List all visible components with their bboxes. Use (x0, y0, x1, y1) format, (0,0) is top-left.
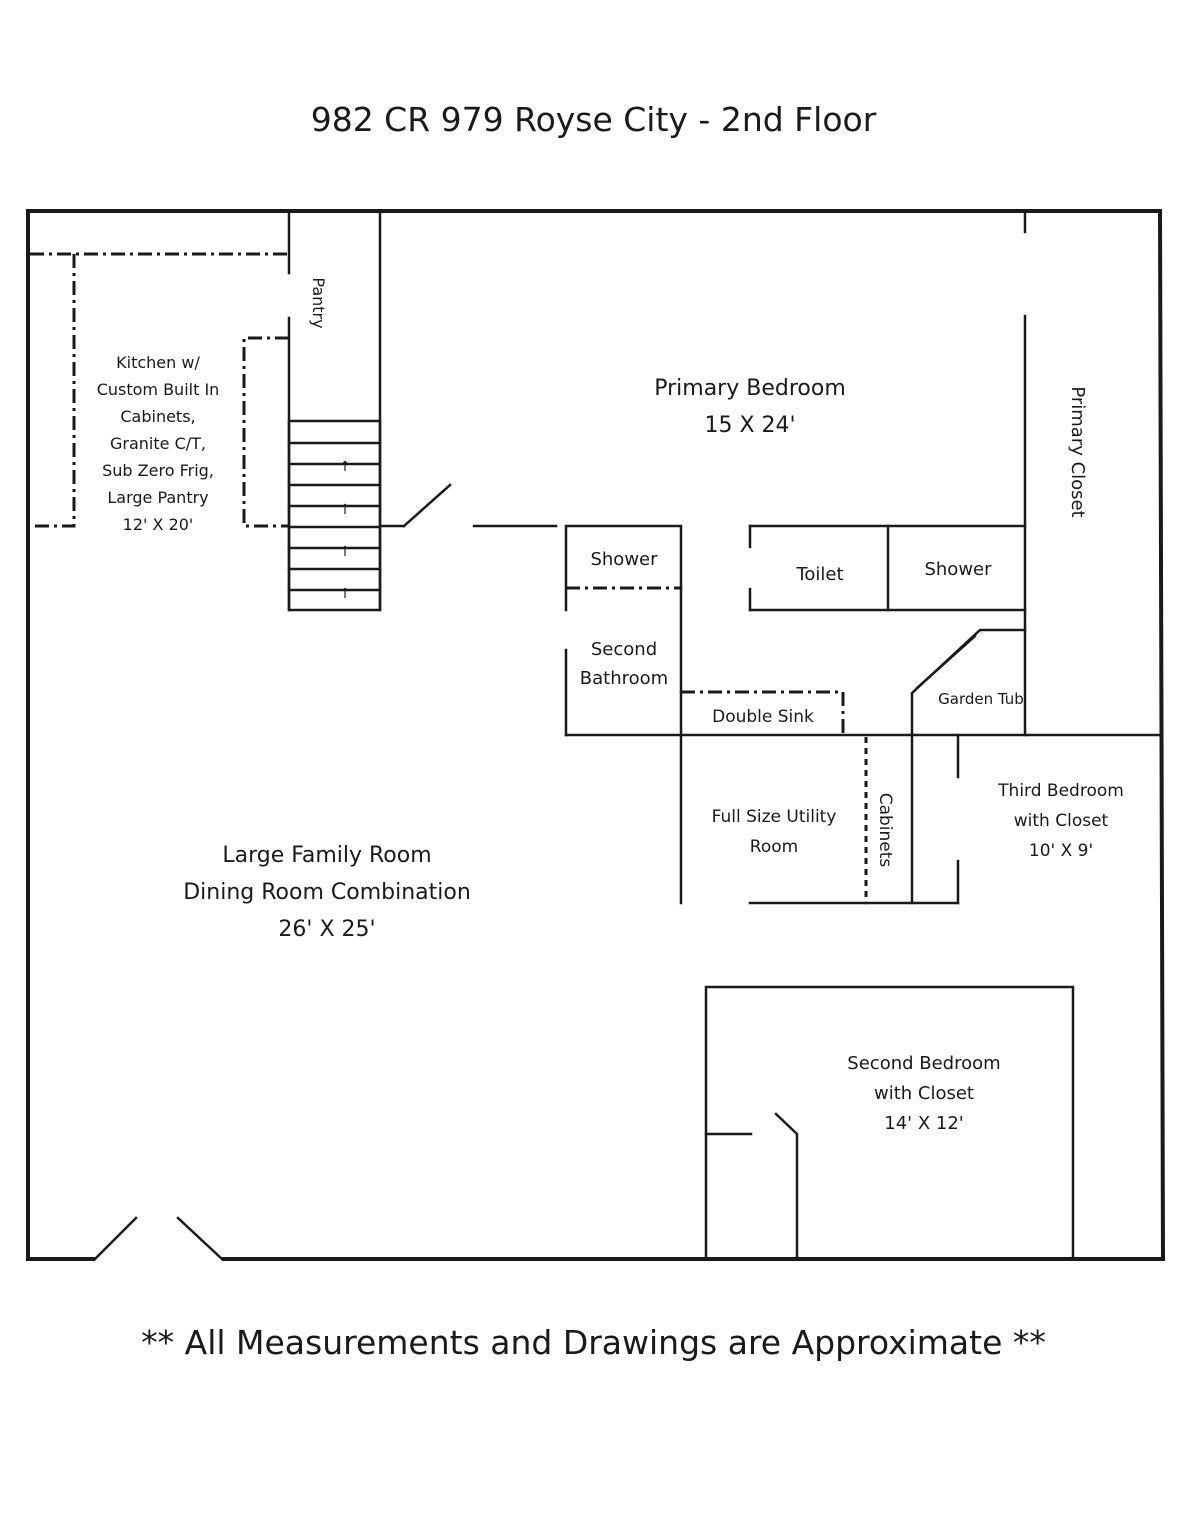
primary-bedroom-label: Primary Bedroom (654, 376, 846, 401)
entry-door-left (93, 1216, 138, 1261)
outer-walls (26, 209, 1166, 1261)
kitchen-label-line: Custom Built In (97, 380, 220, 399)
primary-closet-label: Primary Closet (1067, 386, 1088, 517)
second-bathroom-label: Second (591, 639, 657, 660)
svg-text:↑: ↑ (339, 544, 351, 560)
kitchen-label-line: Sub Zero Frig, (102, 461, 214, 480)
primary-suite-walls (472, 211, 1162, 905)
svg-text:↑: ↑ (339, 502, 351, 518)
family-room-label: Large Family Room (222, 843, 431, 868)
family-room-label: Dining Room Combination (183, 880, 471, 905)
second-bedroom-label: Second Bedroom (847, 1053, 1000, 1074)
pantry-label: Pantry (309, 277, 328, 328)
page-title: 982 CR 979 Royse City - 2nd Floor (310, 100, 877, 139)
cabinets-label: Cabinets (875, 793, 895, 868)
kitchen-label: Kitchen w/ Custom Built In Cabinets, Gra… (97, 353, 220, 534)
svg-text:↑: ↑ (339, 459, 351, 475)
svg-text:↑: ↑ (339, 586, 351, 602)
third-bedroom-label: with Closet (1014, 811, 1109, 831)
second-bathroom-label: Bathroom (580, 668, 668, 689)
entry-door-right (176, 1216, 224, 1261)
kitchen-label-line: 12' X 20' (123, 515, 194, 534)
utility-room-label: Room (750, 837, 798, 857)
toilet-label: Toilet (795, 564, 843, 585)
kitchen-label-line: Granite C/T, (110, 434, 206, 453)
shower-right-label: Shower (924, 559, 992, 580)
shower-left-label: Shower (590, 549, 658, 570)
kitchen-label-line: Kitchen w/ (116, 353, 200, 372)
second-bedroom-label: with Closet (874, 1083, 974, 1104)
garden-tub-label: Garden Tub (938, 690, 1024, 708)
double-sink-label: Double Sink (712, 707, 814, 727)
second-bedroom-size: 14' X 12' (884, 1113, 963, 1134)
second-bedroom-walls (704, 985, 1075, 1261)
pantry-stairs: ↑ ↑ ↑ ↑ (287, 211, 452, 612)
third-bedroom-size: 10' X 9' (1029, 841, 1093, 861)
primary-bedroom-size: 15 X 24' (704, 413, 795, 438)
utility-walls (748, 733, 960, 905)
third-bedroom-label: Third Bedroom (997, 781, 1124, 801)
disclaimer-footer: ** All Measurements and Drawings are App… (141, 1323, 1046, 1362)
kitchen-label-line: Large Pantry (107, 488, 208, 507)
family-room-size: 26' X 25' (278, 917, 375, 942)
kitchen-label-line: Cabinets, (120, 407, 195, 426)
kitchen-outline (30, 252, 289, 528)
staircase (287, 419, 382, 612)
primary-door (402, 483, 452, 528)
utility-room-label: Full Size Utility (712, 807, 837, 827)
